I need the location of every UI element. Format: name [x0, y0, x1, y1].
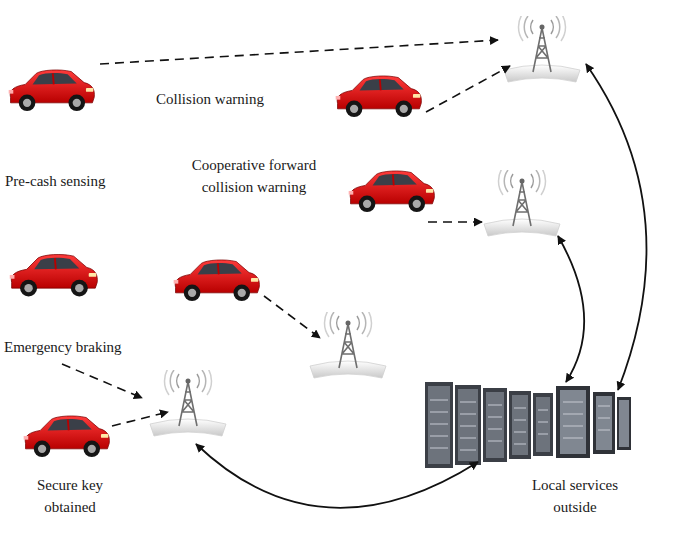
caption-label: Local services outside — [510, 474, 640, 518]
caption-label: Collision warning — [140, 88, 280, 110]
wireless-link — [62, 40, 510, 426]
label-text: Local services outside — [532, 477, 618, 515]
label-text: Secure key obtained — [37, 477, 103, 515]
base-station — [310, 309, 386, 378]
caption-label: Secure key obtained — [18, 474, 122, 518]
caption-label: Cooperative forward collision warning — [168, 154, 340, 198]
label-text: Cooperative forward collision warning — [192, 157, 317, 195]
label-text: Pre-cash sensing — [5, 173, 105, 189]
server-racks — [425, 382, 631, 468]
label-text: Collision warning — [156, 91, 264, 107]
label-text: Emergency braking — [4, 339, 122, 355]
caption-label: Pre-cash sensing — [5, 170, 145, 192]
base-station — [504, 13, 580, 82]
car — [336, 76, 422, 117]
car — [174, 260, 260, 301]
base-station — [484, 167, 560, 236]
car — [9, 70, 95, 111]
car — [24, 416, 110, 457]
car — [10, 255, 98, 297]
backhaul-link — [196, 64, 646, 508]
car — [349, 171, 435, 212]
caption-label: Emergency braking — [4, 336, 154, 358]
base-station — [150, 367, 226, 436]
